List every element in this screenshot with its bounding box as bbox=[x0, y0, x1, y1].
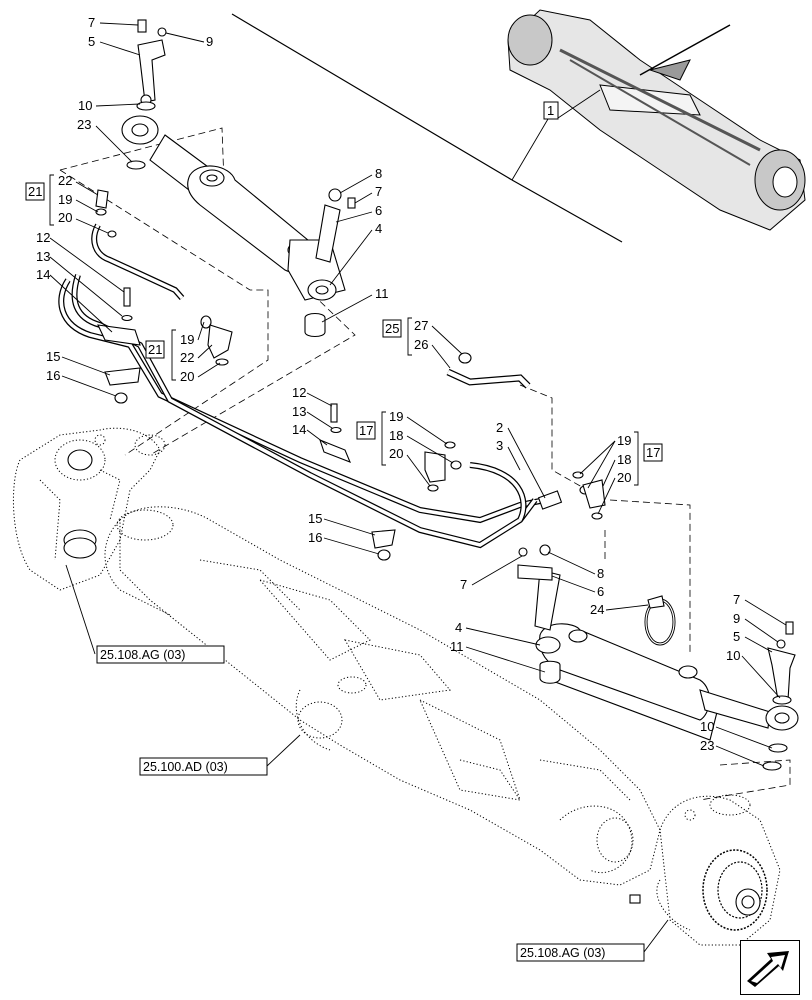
callout-2: 2 bbox=[496, 420, 503, 435]
callout-6: 6 bbox=[597, 584, 604, 599]
callout-7: 7 bbox=[88, 15, 95, 30]
group-box-17-right bbox=[643, 443, 663, 462]
callout-7: 7 bbox=[733, 592, 740, 607]
callout-27: 27 bbox=[414, 318, 428, 333]
callout-19: 19 bbox=[617, 433, 631, 448]
callout-22: 22 bbox=[58, 173, 72, 188]
svg-text:21: 21 bbox=[28, 184, 42, 199]
callout-13: 13 bbox=[292, 404, 306, 419]
pin-left bbox=[137, 39, 166, 106]
callout-20: 20 bbox=[58, 210, 72, 225]
svg-text:17: 17 bbox=[646, 445, 660, 460]
callout-14: 14 bbox=[292, 422, 306, 437]
pin-right bbox=[762, 621, 796, 771]
callout-5: 5 bbox=[88, 34, 95, 49]
fitting-group-17-right bbox=[572, 471, 606, 520]
bracket-15-left bbox=[104, 367, 141, 404]
callout-7: 7 bbox=[460, 577, 467, 592]
callout-1: 1 bbox=[511, 89, 601, 181]
callout-19: 19 bbox=[389, 409, 403, 424]
washer-10-left bbox=[136, 101, 156, 111]
callout-14: 14 bbox=[36, 267, 50, 282]
callout-9: 9 bbox=[206, 34, 213, 49]
hydraulic-hose-pair bbox=[58, 223, 563, 549]
callout-7: 7 bbox=[375, 184, 382, 199]
callout-10: 10 bbox=[78, 98, 92, 113]
callout-15: 15 bbox=[308, 511, 322, 526]
callout-20: 20 bbox=[180, 369, 194, 384]
fitting-group-21-middle bbox=[200, 315, 233, 366]
callout-15: 15 bbox=[46, 349, 60, 364]
svg-text:25: 25 bbox=[385, 321, 399, 336]
grease-nipple-9-left bbox=[157, 27, 167, 37]
svg-text:25.108.AG (03): 25.108.AG (03) bbox=[100, 648, 185, 662]
callout-16: 16 bbox=[46, 368, 60, 383]
group-box-17-middle bbox=[356, 421, 376, 440]
callout-18: 18 bbox=[617, 452, 631, 467]
callout-8: 8 bbox=[375, 166, 382, 181]
ref-axle-housing[interactable]: 25.100.AD (03) bbox=[139, 734, 301, 776]
fitting-group-21-top bbox=[95, 189, 117, 238]
callout-6: 6 bbox=[375, 203, 382, 218]
callout-10: 10 bbox=[726, 648, 740, 663]
group-box-21-top bbox=[25, 182, 45, 201]
callout-4: 4 bbox=[455, 620, 462, 635]
callout-13: 13 bbox=[36, 249, 50, 264]
right-wheel-hub bbox=[629, 794, 781, 946]
callout-11: 11 bbox=[375, 286, 389, 301]
callout-24: 24 bbox=[590, 602, 604, 617]
svg-text:25.108.AG (03): 25.108.AG (03) bbox=[520, 946, 605, 960]
callout-23: 23 bbox=[77, 117, 91, 132]
callout-8: 8 bbox=[597, 566, 604, 581]
callout-12: 12 bbox=[36, 230, 50, 245]
callout-9: 9 bbox=[733, 611, 740, 626]
callout-19: 19 bbox=[58, 192, 72, 207]
callout-16: 16 bbox=[308, 530, 322, 545]
bolt-7-left bbox=[137, 19, 147, 33]
steering-cylinder-right bbox=[539, 623, 799, 741]
callout-18: 18 bbox=[389, 428, 403, 443]
ref-right-hub[interactable]: 25.108.AG (03) bbox=[516, 919, 669, 962]
callout-22: 22 bbox=[180, 350, 194, 365]
callout-20: 20 bbox=[617, 470, 631, 485]
fitting-group-17-middle bbox=[424, 441, 462, 492]
cylinder-anchor-bracket-top bbox=[287, 188, 356, 338]
callout-12: 12 bbox=[292, 385, 306, 400]
callout-23: 23 bbox=[700, 738, 714, 753]
hose-clamp-bracket-14-left bbox=[97, 287, 141, 346]
section-divider-line bbox=[231, 13, 623, 243]
next-page-button[interactable] bbox=[740, 940, 800, 995]
washer-23-left bbox=[126, 160, 146, 170]
group-box-21-middle bbox=[145, 340, 165, 359]
axle-overview-thumbnail bbox=[507, 9, 806, 231]
callouts: 7 5 9 10 23 21 22 19 20 8 7 6 4 11 12 13 bbox=[25, 15, 787, 767]
next-page-arrow-icon bbox=[747, 951, 789, 987]
cylinder-anchor-bracket-right bbox=[517, 544, 561, 684]
svg-text:17: 17 bbox=[359, 423, 373, 438]
callout-3: 3 bbox=[496, 438, 503, 453]
svg-text:21: 21 bbox=[148, 342, 162, 357]
hose-clamp-center bbox=[319, 403, 396, 561]
callout-10: 10 bbox=[700, 719, 714, 734]
svg-text:25.100.AD (03): 25.100.AD (03) bbox=[143, 760, 228, 774]
callout-4: 4 bbox=[375, 221, 382, 236]
hose-clamp-24 bbox=[644, 595, 676, 646]
svg-text:1: 1 bbox=[547, 103, 554, 118]
cylinder-rod-eye-left bbox=[121, 115, 159, 145]
callout-19: 19 bbox=[180, 332, 194, 347]
callout-20: 20 bbox=[389, 446, 403, 461]
ref-left-hub[interactable]: 25.108.AG (03) bbox=[65, 564, 225, 664]
group-box-25 bbox=[382, 319, 402, 338]
axle-housing bbox=[104, 506, 661, 886]
callout-5: 5 bbox=[733, 629, 740, 644]
tube-group-25 bbox=[446, 352, 531, 389]
callout-11: 11 bbox=[450, 639, 464, 654]
callout-26: 26 bbox=[414, 337, 428, 352]
left-steering-knuckle bbox=[13, 427, 166, 591]
